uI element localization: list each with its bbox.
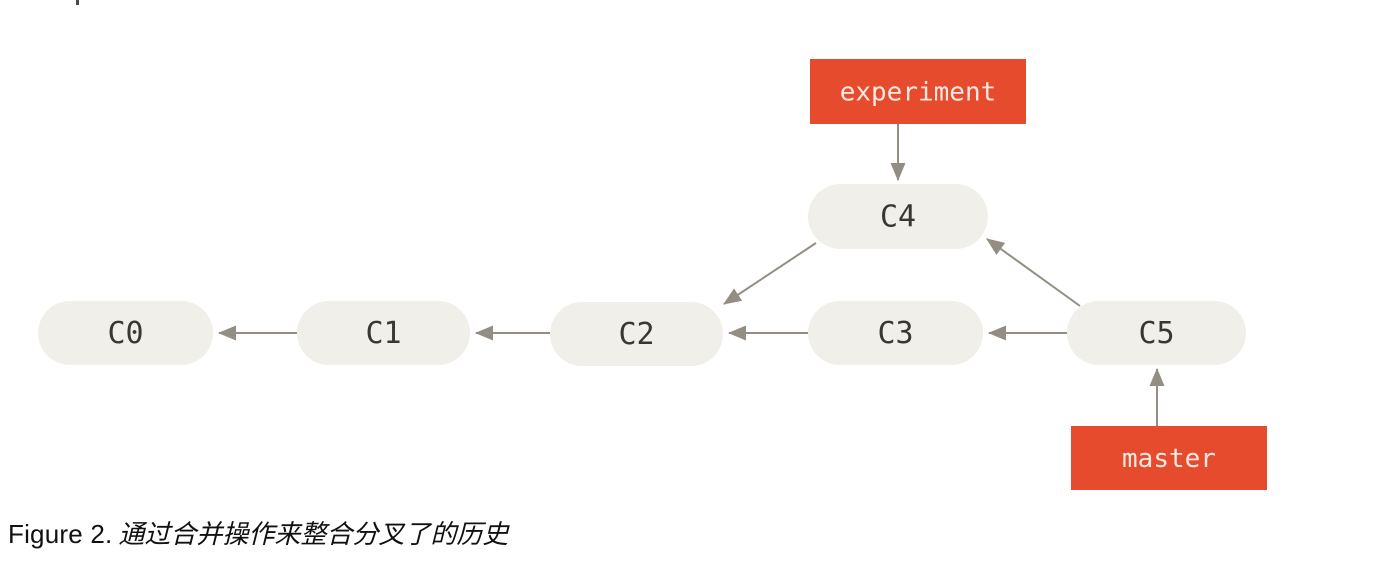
commit-node-c2: C2 bbox=[550, 302, 723, 366]
branch-label-experiment: experiment bbox=[840, 78, 997, 108]
commit-label-c3: C3 bbox=[877, 316, 913, 351]
commit-pill-c5 bbox=[1067, 301, 1246, 365]
edge-c5-to-c4 bbox=[986, 238, 1081, 307]
commit-node-c3: C3 bbox=[808, 301, 983, 365]
edge-c4-to-c2 bbox=[723, 242, 817, 305]
branch-ref-master: master bbox=[1071, 426, 1267, 490]
commit-node-c4: C4 bbox=[808, 184, 988, 249]
commit-label-c1: C1 bbox=[365, 316, 401, 351]
branch-rect-experiment bbox=[810, 59, 1026, 124]
edges-layer bbox=[218, 124, 1165, 426]
commit-pill-c3 bbox=[808, 301, 983, 365]
commit-node-c5: C5 bbox=[1067, 301, 1246, 365]
commit-label-c0: C0 bbox=[107, 316, 143, 351]
figure-caption-text: 通过合并操作来整合分叉了的历史 bbox=[118, 520, 509, 550]
commit-pill-c1 bbox=[297, 301, 470, 365]
commit-label-c4: C4 bbox=[880, 200, 916, 235]
clipped-glyph-artifact bbox=[76, 0, 79, 5]
branch-label-master: master bbox=[1122, 444, 1216, 474]
commit-node-c1: C1 bbox=[297, 301, 470, 365]
branch-ref-experiment: experiment bbox=[810, 59, 1026, 124]
commit-label-c2: C2 bbox=[618, 317, 654, 352]
commit-pill-c0 bbox=[38, 301, 213, 365]
commit-pill-c2 bbox=[550, 302, 723, 366]
branch-rect-master bbox=[1071, 426, 1267, 490]
commit-label-c5: C5 bbox=[1138, 316, 1174, 351]
branch-labels-layer: experiment master bbox=[810, 59, 1267, 490]
figure-caption: Figure 2.通过合并操作来整合分叉了的历史 bbox=[8, 514, 508, 551]
figure-caption-number: Figure 2. bbox=[8, 519, 113, 549]
commit-node-c0: C0 bbox=[38, 301, 213, 365]
commit-pill-c4 bbox=[808, 184, 988, 249]
